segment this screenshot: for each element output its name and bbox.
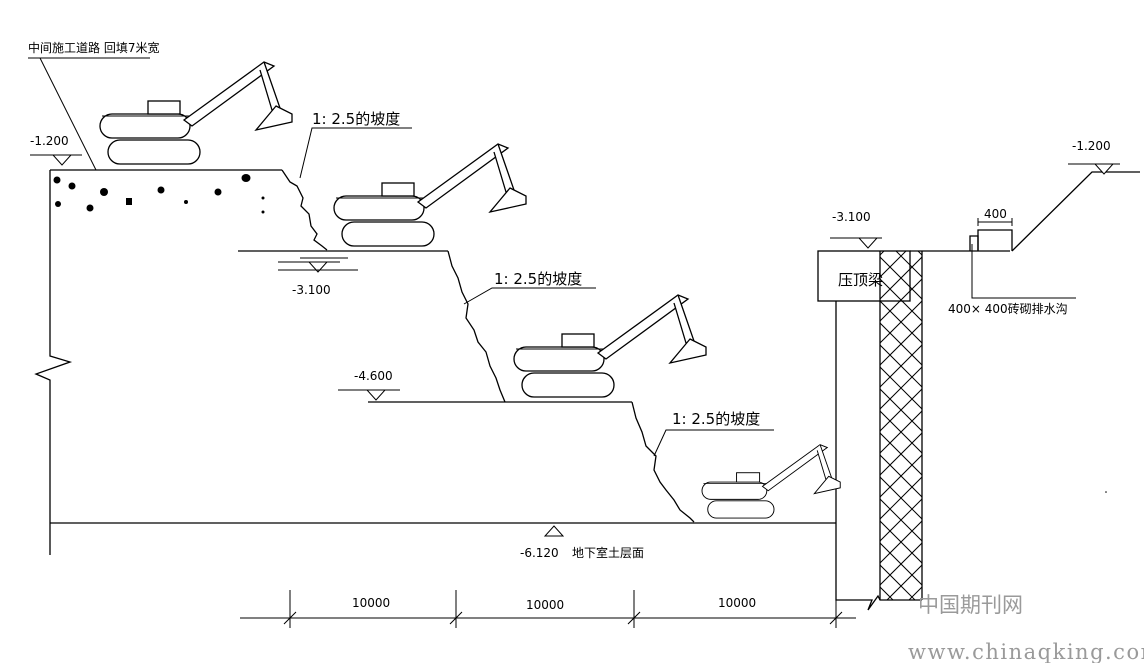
ditch-note: 400× 400砖砌排水沟 [948,301,1068,316]
pile-cross-hatch [880,251,922,600]
drainage-ditch [977,229,1013,251]
elevation-bottom: -6.120 [520,546,559,560]
dimension-1: 10000 [352,596,390,610]
slope-top-label: 1: 2.5的坡度 [312,110,400,128]
marker-bench1-baselines [278,257,358,271]
road-note: 中间施工道路 回填7米宽 [28,40,159,55]
road-note-leader [28,57,150,171]
ditch-width-dim [977,218,1013,226]
slope-low-leader [653,429,774,457]
elevation-bench2: -4.600 [354,369,393,383]
low-slope-profile [631,401,695,523]
backfill-dots [53,174,265,214]
dimension-3: 10000 [718,596,756,610]
marker-bench2 [338,389,400,401]
slope-top-leader [299,127,412,179]
left-boundary-line [34,170,73,555]
elevation-top-left: -1.200 [30,134,69,148]
top-slope-profile [281,169,328,251]
excavator-bottom [701,444,841,519]
ditch-width-label: 400 [984,207,1007,221]
marker-bottom [543,525,565,537]
floor-note: 地下室土层面 [572,545,644,560]
dimension-2: 10000 [526,598,564,612]
cap-beam-label: 压顶梁 [838,271,883,289]
slope-mid-leader [463,287,596,305]
watermark-name: 中国期刊网 [918,593,1023,617]
marker-top-left [30,154,82,166]
wall-left-edge [835,301,860,601]
dimension-ticks [283,590,843,628]
excavator-bench2 [513,294,707,398]
elevation-bench1: -3.100 [292,283,331,297]
cap-beam-extension [910,235,1010,252]
elevation-right-outer: -1.200 [1072,139,1111,153]
cap-beam [817,250,911,302]
mid-slope-profile [447,250,506,403]
elevation-right-inner: -3.100 [832,210,871,224]
watermark-url: www.chinaqking.com [908,640,1144,663]
ditch-note-leader [971,244,1076,299]
slope-low-label: 1: 2.5的坡度 [672,410,760,428]
marker-bench1 [278,261,340,273]
marker-right-inner [830,237,882,249]
excavator-top [99,61,293,165]
marker-right-outer [1068,163,1120,175]
slope-mid-label: 1: 2.5的坡度 [494,270,582,288]
excavator-bench1 [333,143,527,247]
right-top-slope [1011,171,1140,252]
